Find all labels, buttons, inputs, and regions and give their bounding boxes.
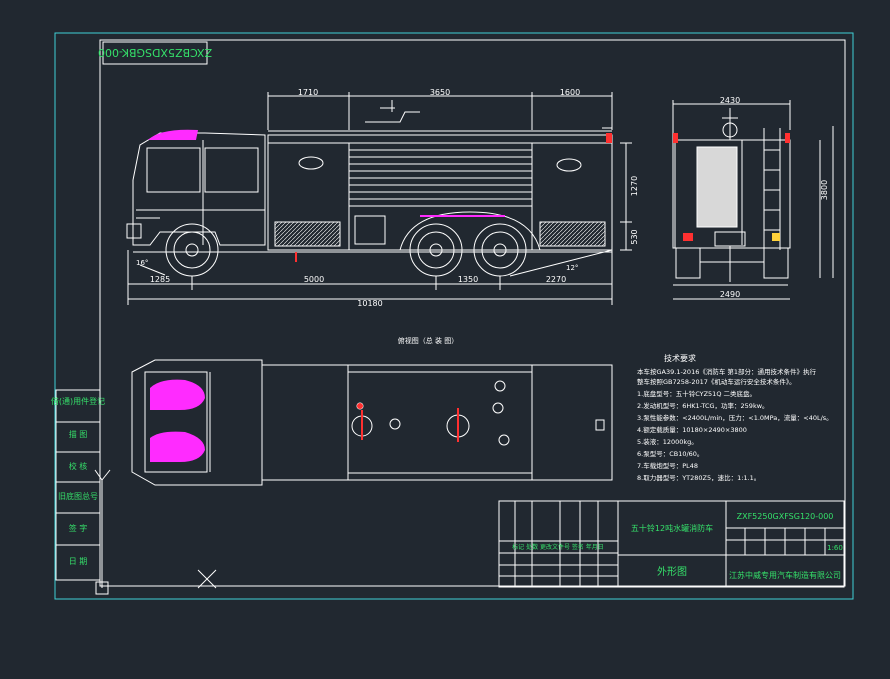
tech-line: 7.车载炮型号：PL48 [637,461,698,470]
drawing-number-text: ZXCBZ5XDSGBK-000 [98,46,212,59]
product-name: 五十铃12吨水罐消防车 [631,523,713,533]
top-seat-1 [150,379,205,410]
tech-line: 6.泵型号：CB10/60。 [637,449,703,458]
tech-line: 2.发动机型号：6HK1-TCG，功率：259kw。 [637,401,769,410]
top-red-dot [357,403,363,409]
left-col-1: 描 图 [69,429,88,439]
rear-height: 3800 [820,180,829,200]
tech-line: 3.泵性能参数：<2400L/min，压力：<1.0MPa，流量：<40L/s。 [637,413,833,422]
ucs-icon [94,469,111,595]
rear-red-light-right [785,133,790,143]
side-red-light [606,133,612,143]
tech-lines: 本车按GA39.1-2016《消防车 第1部分：通用技术条件》执行 整车按照GB… [637,367,833,482]
dim-bottom-1: 5000 [304,275,324,284]
tech-line: 本车按GA39.1-2016《消防车 第1部分：通用技术条件》执行 [637,367,817,376]
dim-top-0: 1710 [298,88,318,97]
left-col-4: 签 字 [69,523,88,533]
stamp-row: 标记 处数 更改文件号 签名 年月日 [512,543,604,551]
tech-line: 8.取力器型号：YT280Z5，速比：1:1.1。 [637,473,760,482]
tech-line: 整车按照GB7258-2017《机动车运行安全技术条件》。 [637,377,796,386]
rear-width-bottom: 2490 [720,290,740,299]
tech-line: 5.装液：12000kg。 [637,437,698,446]
tech-title: 技术要求 [664,353,696,363]
left-signature-column: 借(通)用件登记 描 图 校 核 旧底图总号 签 字 日 期 [51,389,105,581]
inner-frame [99,39,846,587]
overall-length: 10180 [357,299,382,308]
tech-line: 1.底盘型号：五十铃CYZ51Q 二类底盘。 [637,389,756,398]
dim-bottom-3: 2270 [546,275,566,284]
drawing-scale: 1:60 [827,544,843,552]
drawing-code: ZXF5250GXFSG120-000 [737,512,834,521]
rear-red-light-left [673,133,678,143]
title-block [498,500,845,588]
roller-shutter [349,149,532,207]
side-height-1: 530 [630,229,639,244]
left-col-3: 旧底图总号 [58,491,98,501]
dim-top-2: 1600 [560,88,580,97]
angle-rear: 12° [566,264,578,272]
drawing-number-box: ZXCBZ5XDSGBK-000 [98,41,212,65]
top-view-label: 俯视图（总 装 图） [398,336,458,345]
dim-top-1: 3650 [430,88,450,97]
top-seat-2 [150,431,205,462]
tech-line: 4.额定载质量：10180×2490×3800 [637,425,747,434]
side-beacon [148,129,198,140]
company-name: 江苏中威专用汽车制造有限公司 [729,570,841,580]
rear-yellow-lamp [772,233,780,241]
top-view [131,359,613,486]
dim-bottom-2: 1350 [458,275,478,284]
dim-bottom-0: 1285 [150,275,170,284]
rear-red-lamp-left [683,233,693,241]
rear-width-top: 2430 [720,96,740,105]
outer-frame [54,32,854,600]
left-col-2: 校 核 [69,461,88,471]
rear-view [672,100,834,300]
crosshair-icon [197,569,217,589]
side-view [126,92,632,305]
left-col-0: 借(通)用件登记 [51,396,105,406]
drawing-name: 外形图 [657,566,687,578]
side-height-0: 1270 [630,176,639,196]
left-col-5: 日 期 [69,557,88,566]
angle-front: 16° [136,259,148,267]
